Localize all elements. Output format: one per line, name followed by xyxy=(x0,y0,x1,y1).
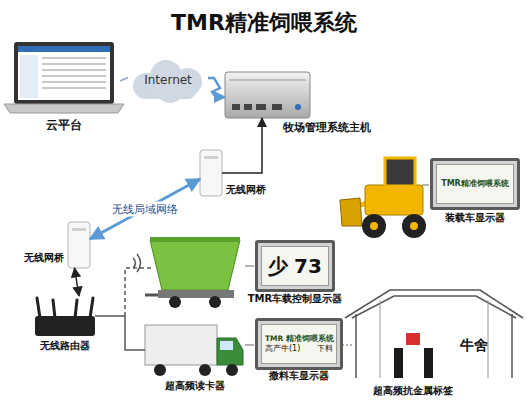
connector xyxy=(95,316,145,350)
router-picture xyxy=(35,298,95,336)
barn-picture xyxy=(345,290,523,378)
node-label: TMR车载控制显示器 xyxy=(248,293,342,305)
screen-text: 高产牛(1) xyxy=(265,344,300,353)
node-label: 无线路由器 xyxy=(40,340,90,352)
display-screen: TMR 精准饲喂系统高产牛(1) 下料 xyxy=(261,324,337,364)
router-node: 无线路由器 xyxy=(35,296,95,336)
laptop-node: 云平台 xyxy=(8,40,120,115)
screen-text: 少 xyxy=(268,255,288,278)
connector xyxy=(90,179,200,239)
screen-text: 下料 xyxy=(317,344,333,353)
display-screen: 少 73 xyxy=(261,246,329,286)
bridge-node: 无线网桥 xyxy=(68,222,90,268)
cloud-shape xyxy=(133,60,202,103)
host-picture xyxy=(225,72,310,118)
bridge-node: 无线网桥 xyxy=(200,150,222,196)
node-label: 无线网桥 xyxy=(226,184,266,196)
loader-picture xyxy=(340,158,426,238)
node-label: 撒料车显示器 xyxy=(269,370,329,382)
node-label: 云平台 xyxy=(46,119,82,133)
display-screen: TMR精准饲喂系统 xyxy=(436,164,514,204)
laptop-picture xyxy=(4,42,124,113)
node-label: 无线网桥 xyxy=(24,252,64,264)
display-node: 少73TMR车载控制显示器 xyxy=(255,240,335,292)
host-node: 牧场管理系统主机 xyxy=(225,72,310,118)
edge-label: 无线局域网络 xyxy=(110,202,180,217)
node-label: 牛舍 xyxy=(460,337,488,353)
connector xyxy=(120,78,128,82)
node-label: 装载车显示器 xyxy=(445,212,505,224)
wireless-link xyxy=(125,254,154,316)
truck-node: 超高频读卡器 xyxy=(145,322,245,377)
display-node: TMR 精准饲喂系统高产牛(1)下料撒料车显示器 xyxy=(255,318,343,370)
post-picture xyxy=(394,348,433,378)
screen-text: TMR精准饲喂系统 xyxy=(440,179,510,188)
bridge-picture xyxy=(200,150,222,196)
connector xyxy=(222,118,262,173)
barn-node: 牛舍 超高频抗金属标签 xyxy=(345,282,523,378)
connector xyxy=(74,268,79,296)
mixer-picture xyxy=(145,237,240,308)
diagram-title: TMR精准饲喂系统 xyxy=(0,8,528,38)
screen-text: 73 xyxy=(294,255,322,278)
cloud-node: Internet xyxy=(128,64,208,98)
display-node: TMR精准饲喂系统装载车显示器 xyxy=(430,158,520,210)
tag-node: 超高频抗金属标签 xyxy=(405,332,421,346)
screen-text: TMR 精准饲喂系统 xyxy=(265,335,333,344)
node-label: 超高频读卡器 xyxy=(165,380,225,392)
node-label: 超高频抗金属标签 xyxy=(373,385,453,397)
connector xyxy=(208,78,225,97)
node-label: 牧场管理系统主机 xyxy=(283,122,371,135)
truck-picture xyxy=(145,325,243,376)
bridge-picture xyxy=(68,222,90,268)
screen-text: Internet xyxy=(144,74,192,88)
